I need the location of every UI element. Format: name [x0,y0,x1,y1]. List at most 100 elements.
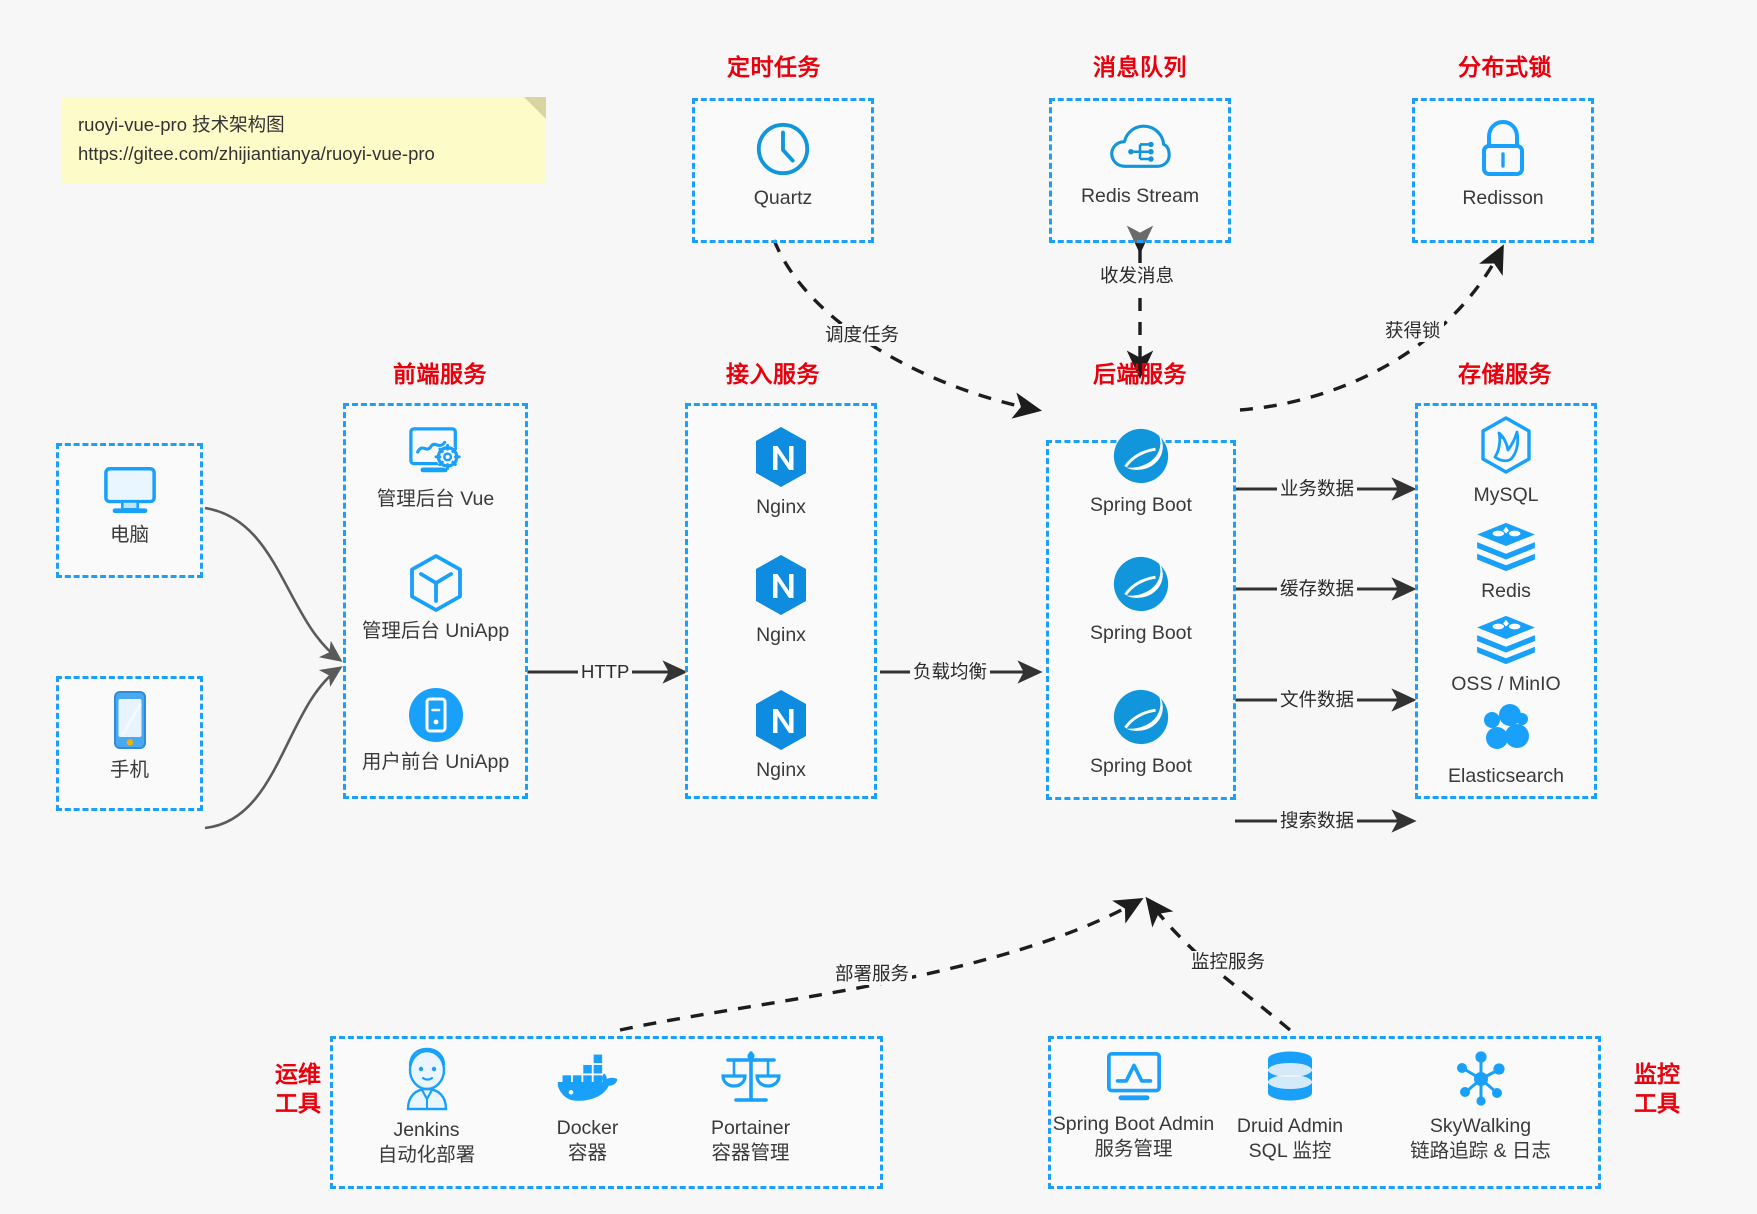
node-label: 用户前台 UniApp [361,751,510,773]
clock-icon [756,122,810,176]
edge-label-monitor-service: 监控服务 [1188,951,1269,974]
node-spring-boot-admin[interactable]: Spring Boot Admin 服务管理 [1026,1050,1241,1163]
docker-icon [557,1054,617,1101]
node-spring-boot-1[interactable]: Spring Boot [1046,425,1236,518]
dashboard-gear-icon [408,427,461,473]
node-sublabel: 容器管理 [711,1142,790,1165]
edge-label-load-balance: 负载均衡 [910,661,991,684]
note-title: ruoyi-vue-pro 技术架构图 [78,114,285,135]
node-admin-uniapp[interactable]: 管理后台 UniApp [343,553,528,644]
node-admin-vue[interactable]: 管理后台 Vue [343,425,528,512]
group-header-gateway: 接入服务 [726,361,820,387]
node-label: 管理后台 Vue [376,488,495,510]
edge-label-http: HTTP [578,661,633,684]
phone-circle-icon [408,688,463,742]
edge-label-business-data: 业务数据 [1277,478,1358,501]
node-sublabel: 服务管理 [1094,1138,1173,1161]
group-header-distributed-lock: 分布式锁 [1458,54,1552,80]
node-elasticsearch[interactable]: Elasticsearch [1415,700,1597,789]
node-label: Quartz [753,187,813,209]
node-nginx-3[interactable]: Nginx [685,688,877,783]
node-label: Redis Stream [1080,185,1200,207]
node-label: Nginx [756,624,806,646]
node-label: Spring Boot [1090,622,1192,644]
elasticsearch-icon [1484,704,1529,749]
node-label: MySQL [1473,484,1539,506]
node-label: Spring Boot Admin [1052,1113,1215,1135]
node-nginx-1[interactable]: Nginx [685,425,877,520]
node-nginx-2[interactable]: Nginx [685,553,877,648]
node-label: Druid Admin [1236,1115,1344,1137]
edge-label-schedule-task: 调度任务 [822,324,903,347]
monitoring-title-line1: 监控 [1634,1061,1680,1087]
group-box-message-queue [1049,98,1231,243]
node-label: Docker [556,1117,619,1139]
database-icon [1268,1051,1312,1101]
node-oss-minio[interactable]: OSS / MinIO [1415,614,1597,697]
node-mobile[interactable]: 手机 [56,690,203,783]
node-skywalking[interactable]: SkyWalking 链路追踪 & 日志 [1378,1050,1583,1165]
edge-label-send-receive-message: 收发消息 [1097,265,1178,288]
group-header-devops: 运维 工具 [258,1060,338,1119]
spring-boot-icon [1113,556,1169,612]
edge-label-deploy-service: 部署服务 [832,963,913,986]
node-mysql[interactable]: MySQL [1415,415,1597,508]
node-label: Portainer [710,1117,791,1139]
edge-label-cache-data: 缓存数据 [1277,578,1358,601]
mysql-icon [1481,416,1531,474]
monitoring-title-line2: 工具 [1634,1090,1680,1117]
devops-title-line2: 工具 [275,1090,321,1117]
monitor-chart-icon [1106,1051,1161,1101]
node-redis-stream[interactable]: Redis Stream [1049,120,1231,209]
diagram-note: ruoyi-vue-pro 技术架构图 https://gitee.com/zh… [62,97,546,185]
lock-icon [1482,119,1524,176]
node-label: SkyWalking [1429,1115,1532,1137]
node-user-uniapp[interactable]: 用户前台 UniApp [343,686,528,775]
group-header-backend: 后端服务 [1093,361,1187,387]
node-desktop[interactable]: 电脑 [56,463,203,548]
group-header-frontend: 前端服务 [393,361,487,387]
cube-icon [409,554,462,612]
redis-icon [1477,522,1535,572]
jenkins-icon [406,1047,447,1111]
group-box-scheduled-task [692,98,874,243]
oss-icon [1477,615,1535,665]
nginx-icon [756,555,806,615]
node-label: Redis [1481,580,1531,602]
group-header-storage: 存储服务 [1458,361,1552,387]
spring-boot-icon [1113,428,1169,484]
node-redis[interactable]: Redis [1415,521,1597,604]
node-docker[interactable]: Docker 容器 [505,1052,670,1167]
edge-label-search-data: 搜索数据 [1277,810,1358,833]
node-label: Jenkins [393,1119,460,1141]
node-sublabel: 链路追踪 & 日志 [1410,1140,1551,1163]
cloud-stream-icon [1110,124,1171,168]
scales-icon [720,1051,781,1102]
node-label: 管理后台 UniApp [361,620,510,642]
group-header-monitoring: 监控 工具 [1617,1060,1697,1119]
node-portainer[interactable]: Portainer 容器管理 [668,1048,833,1167]
note-url: https://gitee.com/zhijiantianya/ruoyi-vu… [78,142,435,164]
node-jenkins[interactable]: Jenkins 自动化部署 [344,1046,509,1169]
node-redisson[interactable]: Redisson [1412,118,1594,211]
node-label: 电脑 [109,524,149,546]
edge-desktop-to-frontend [204,506,343,662]
nginx-icon [756,690,806,750]
node-sublabel: SQL 监控 [1248,1140,1332,1163]
group-header-message-queue: 消息队列 [1093,54,1187,80]
node-spring-boot-2[interactable]: Spring Boot [1046,553,1236,646]
node-label: Spring Boot [1090,494,1192,516]
edge-mobile-to-frontend [204,666,343,830]
mobile-icon [113,691,146,749]
group-header-scheduled-task: 定时任务 [727,54,821,80]
spring-boot-icon [1113,689,1169,745]
node-spring-boot-3[interactable]: Spring Boot [1046,686,1236,779]
devops-title-line1: 运维 [275,1061,321,1087]
edge-label-acquire-lock: 获得锁 [1382,320,1444,343]
edge-label-file-data: 文件数据 [1277,689,1358,712]
node-quartz[interactable]: Quartz [692,118,874,211]
desktop-icon [103,467,156,514]
node-label: Spring Boot [1090,755,1192,777]
node-druid-admin[interactable]: Druid Admin SQL 监控 [1200,1050,1380,1165]
